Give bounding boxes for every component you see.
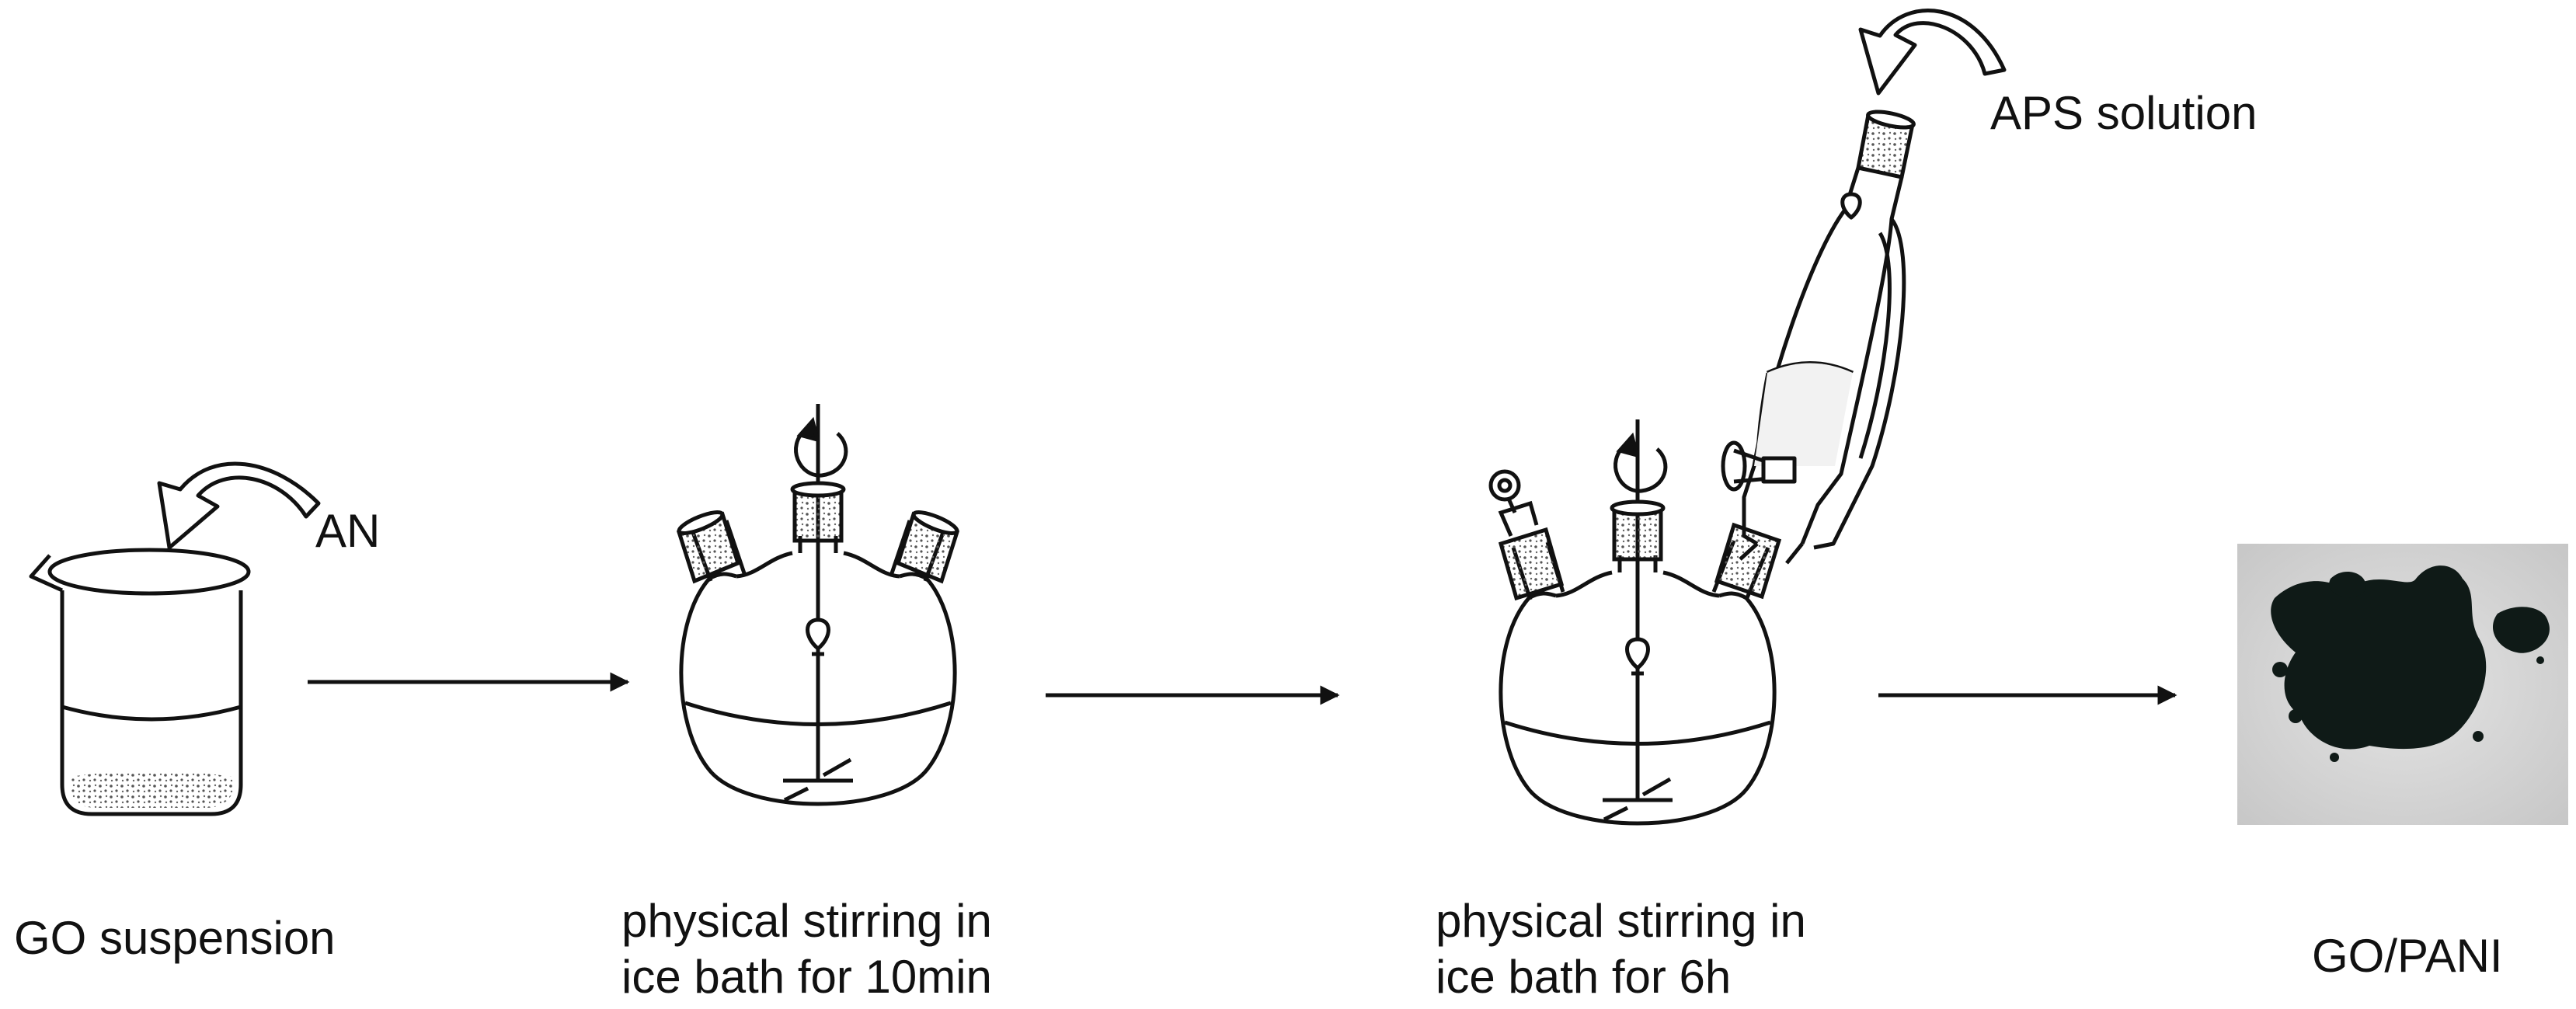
product-label: GO/PANI (2312, 930, 2503, 982)
beaker-icon (29, 548, 251, 816)
rotation-arrow-icon (1613, 432, 1668, 493)
curved-arrow-icon (1858, 9, 2007, 96)
step2-caption: physical stirring in ice bath for 6h (1436, 893, 1806, 1005)
aps-solution-label: APS solution (1990, 87, 2257, 139)
go-suspension-label: GO suspension (14, 912, 336, 964)
an-label: AN (315, 505, 381, 557)
three-neck-flask-icon (679, 404, 957, 806)
curved-arrow-icon (157, 461, 321, 550)
step1-caption: physical stirring in ice bath for 10min (621, 893, 992, 1005)
dropping-funnel-icon (1721, 110, 1916, 565)
step2-caption-line1: physical stirring in (1436, 895, 1806, 947)
product-photo (2237, 544, 2568, 825)
rotation-arrow-icon (794, 416, 848, 478)
step2-caption-line2: ice bath for 6h (1436, 951, 1732, 1003)
step1-caption-line2: ice bath for 10min (621, 951, 992, 1003)
ground-joint-icon (676, 481, 960, 584)
step1-caption-line1: physical stirring in (621, 895, 992, 947)
ground-joint-icon (1488, 469, 1782, 601)
